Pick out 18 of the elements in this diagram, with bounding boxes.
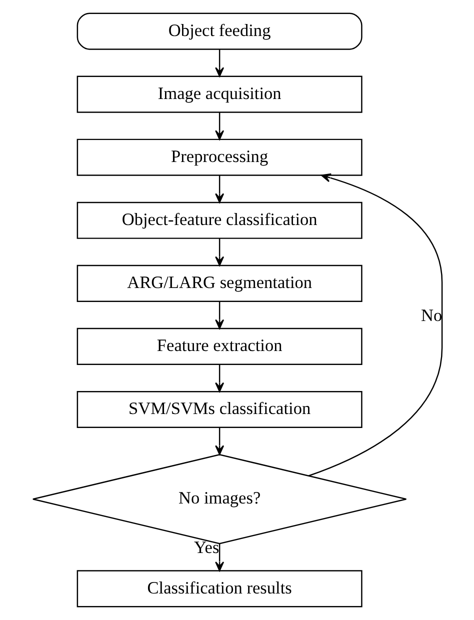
node-box: Image acquisition (76, 76, 362, 113)
arrow (214, 238, 224, 266)
node-box: Preprocessing (76, 138, 362, 176)
arrow (214, 112, 224, 140)
node-box: SVM/SVMs classification (76, 390, 362, 428)
node-box: Classification results (76, 570, 362, 608)
node-box: ARG/LARG segmentation (76, 264, 362, 302)
edge-label: No (420, 306, 442, 325)
arrow (214, 428, 224, 455)
arrow (214, 175, 224, 203)
arrow (214, 544, 224, 572)
arrow (214, 49, 224, 77)
arrow (214, 364, 224, 392)
node-box: Object feeding (76, 12, 362, 50)
node-box: Feature extraction (76, 328, 362, 365)
arrow (308, 173, 442, 476)
arrow (214, 302, 224, 330)
node-box: Object-feature classification (76, 202, 362, 239)
